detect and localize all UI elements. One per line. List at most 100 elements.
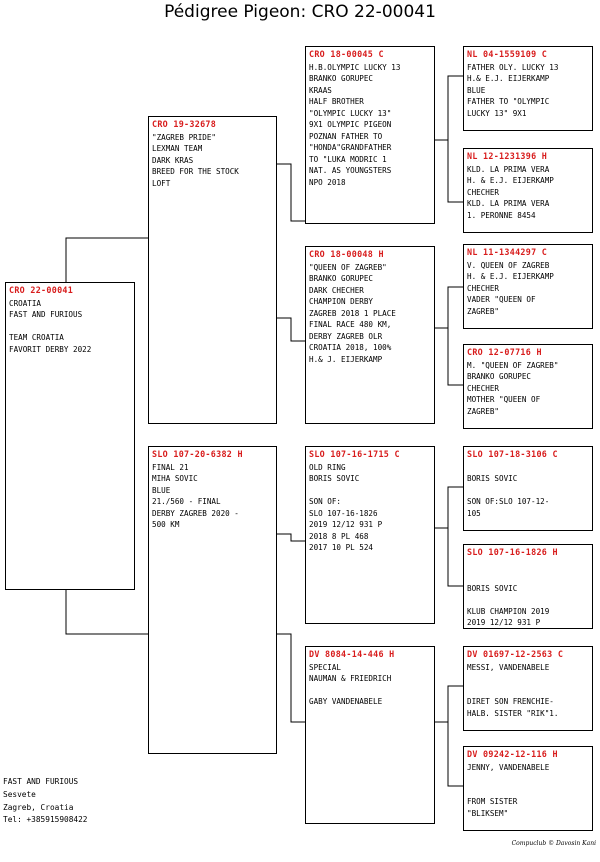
pigeon-info-line: NAUMAN & FRIEDRICH — [309, 674, 392, 683]
ring-number: DV 09242-12-116 H — [467, 749, 558, 759]
pigeon-info-line: BREED FOR THE STOCK — [152, 167, 239, 176]
pigeon-info-line: LUCKY 13" 9X1 — [467, 108, 527, 118]
ring-number: NL 11-1344297 C — [467, 247, 548, 257]
pigeon-info-line: FAVORIT DERBY 2022 — [9, 344, 92, 354]
ring-number: CRO 18-00045 C — [309, 49, 384, 59]
pigeon-info-line: V. QUEEN OF ZAGREB — [467, 260, 550, 270]
pigeon-info-line: OLD RING — [309, 462, 346, 472]
pigeon-info-line — [309, 685, 431, 697]
pigeon-info-line: MOTHER "QUEEN OF — [467, 395, 541, 404]
pigeon-info-line: 1. PERONNE 8454 — [467, 210, 536, 220]
pigeon-info-line: 105 — [467, 508, 481, 518]
pigeon-info-line: SLO 107-16-1826 — [309, 508, 378, 518]
owner-contact-block: FAST AND FURIOUS Sesvete Zagreb, Croatia… — [3, 776, 88, 827]
pigeon-info-line: 2019 12/12 931 P — [467, 618, 541, 627]
pigeon-info-line: 2019 12/12 931 P — [309, 520, 383, 529]
pigeon-info-line: "HONDA"GRANDFATHER — [309, 143, 392, 152]
pigeon-info-line: CHAMPION DERBY — [309, 297, 374, 306]
pigeon-info-line: 2017 10 PL 524 — [309, 543, 374, 552]
pigeon-info-line: CHECHER — [467, 383, 500, 393]
pigeon-info-line: FINAL 21 — [152, 462, 189, 472]
pigeon-info-line: BRANKO GORUPEC — [467, 372, 532, 381]
pigeon-info-line: KRAAS — [309, 85, 332, 95]
pigeon-info-line: 500 KM — [152, 520, 180, 529]
pigeon-info-line — [467, 785, 589, 797]
pigeon-info-line: MESSI, VANDENABELE — [467, 662, 550, 672]
pigeon-info-line: "BLIKSEM" — [467, 808, 509, 818]
father-father-card: CRO 18-00045 C H.B.OLYMPIC LUCKY 13 BRANKO… — [305, 46, 435, 224]
pigeon-info-line: BRANKO GORUPEC — [309, 274, 374, 283]
pigeon-info-line: "OLYMPIC LUCKY 13" — [309, 108, 392, 118]
ring-number: CRO 18-00048 H — [309, 249, 384, 259]
pigeon-info-line: BLUE — [152, 485, 171, 495]
father-father-mother-card: NL 12-1231396 H KLD. LA PRIMA VERA H. & E.… — [463, 148, 593, 233]
pigeon-info-line: DARK KRAS — [152, 155, 194, 165]
pigeon-info-line: TEAM CROATIA — [9, 333, 64, 342]
pigeon-info-line: "QUEEN OF ZAGREB" — [309, 262, 387, 272]
pigeon-info-line: TO "LUKA MODRIC 1 — [309, 154, 387, 164]
pigeon-info-line: GABY VANDENABELE — [309, 697, 383, 706]
pigeon-info-line — [467, 773, 589, 785]
ring-number: DV 01697-12-2563 C — [467, 649, 564, 659]
pigeon-info-line — [467, 685, 589, 697]
pigeon-info-line: HALB. SISTER "RIK"1. — [467, 708, 559, 718]
pigeon-info-line: CROATIA — [9, 298, 42, 308]
pigeon-info-line: DARK CHECHER — [309, 285, 364, 295]
pigeon-info-line: H.& E.J. EIJERKAMP — [467, 74, 550, 83]
pigeon-info-line: CHECHER — [467, 283, 500, 293]
ring-number: NL 12-1231396 H — [467, 151, 548, 161]
pigeon-info-line: SON OF:SLO 107-12- — [467, 497, 550, 506]
mother-father-mother-card: SLO 107-16-1826 H BORIS SOVIC KLUB CHAMP… — [463, 544, 593, 629]
pigeon-info-line: SON OF: — [309, 497, 342, 506]
father-mother-father-card: NL 11-1344297 C V. QUEEN OF ZAGREB H. & E.… — [463, 244, 593, 329]
pigeon-info-line: FAST AND FURIOUS — [9, 310, 83, 319]
pigeon-info-line: BRANKO GORUPEC — [309, 74, 374, 83]
pigeon-info-line: NPO 2018 — [309, 177, 346, 187]
pigeon-info-line: "ZAGREB PRIDE" — [152, 132, 217, 142]
pigeon-info-line: FATHER OLY. LUCKY 13 — [467, 62, 559, 72]
pigeon-info-line: DERBY ZAGREB 2020 - — [152, 508, 239, 518]
pigeon-info-line: NAT. AS YOUNGSTERS — [309, 166, 392, 175]
ring-number: SLO 107-18-3106 C — [467, 449, 558, 459]
ring-number: SLO 107-16-1826 H — [467, 547, 558, 557]
pigeon-info-line: DERBY ZAGREB OLR — [309, 331, 383, 341]
ring-number: CRO 12-07716 H — [467, 347, 542, 357]
pigeon-info-line — [467, 571, 589, 583]
pigeon-info-line: H. & E.J. EIJERKAMP — [467, 176, 554, 185]
pigeon-info-line: KLD. LA PRIMA VERA — [467, 199, 550, 208]
ring-number: CRO 19-32678 — [152, 119, 217, 129]
pigeon-info-line — [309, 485, 431, 497]
ring-number: SLO 107-20-6382 H — [152, 449, 243, 459]
pigeon-info-line: FROM SISTER — [467, 797, 518, 806]
pigeon-info-line: VADER "QUEEN OF — [467, 295, 536, 304]
pigeon-info-line — [467, 560, 589, 572]
ring-number: SLO 107-16-1715 C — [309, 449, 400, 459]
mother-father-card: SLO 107-16-1715 C OLD RING BORIS SOVIC SON… — [305, 446, 435, 624]
owner-city: Sesvete — [3, 789, 36, 799]
pigeon-info-line: BLUE — [467, 85, 486, 95]
pigeon-info-line: MIHA SOVIC — [152, 474, 198, 483]
pigeon-info-line: BORIS SOVIC — [309, 474, 360, 483]
owner-name: FAST AND FURIOUS — [3, 777, 79, 786]
pigeon-info-line — [467, 594, 589, 606]
father-father-father-card: NL 04-1559109 C FATHER OLY. LUCKY 13 H.& E… — [463, 46, 593, 131]
pigeon-info-line — [467, 462, 589, 474]
pigeon-info-line: CHECHER — [467, 187, 500, 197]
pigeon-info-line: H. & E.J. EIJERKAMP — [467, 272, 554, 281]
pigeon-info-line: BORIS SOVIC — [467, 474, 518, 483]
mother-father-father-card: SLO 107-18-3106 C BORIS SOVIC SON OF:SLO… — [463, 446, 593, 531]
pigeon-info-line: 9X1 OLYMPIC PIGEON — [309, 120, 392, 129]
owner-phone: Tel: +385915908422 — [3, 815, 88, 825]
ring-number: NL 04-1559109 C — [467, 49, 548, 59]
pigeon-info-line: KLUB CHAMPION 2019 — [467, 606, 550, 616]
pigeon-info-line: H.B.OLYMPIC LUCKY 13 — [309, 62, 401, 72]
pigeon-info-line: H.& J. EIJERKAMP — [309, 354, 383, 364]
software-credit: Compuclub © Davosin Kani — [511, 840, 596, 847]
